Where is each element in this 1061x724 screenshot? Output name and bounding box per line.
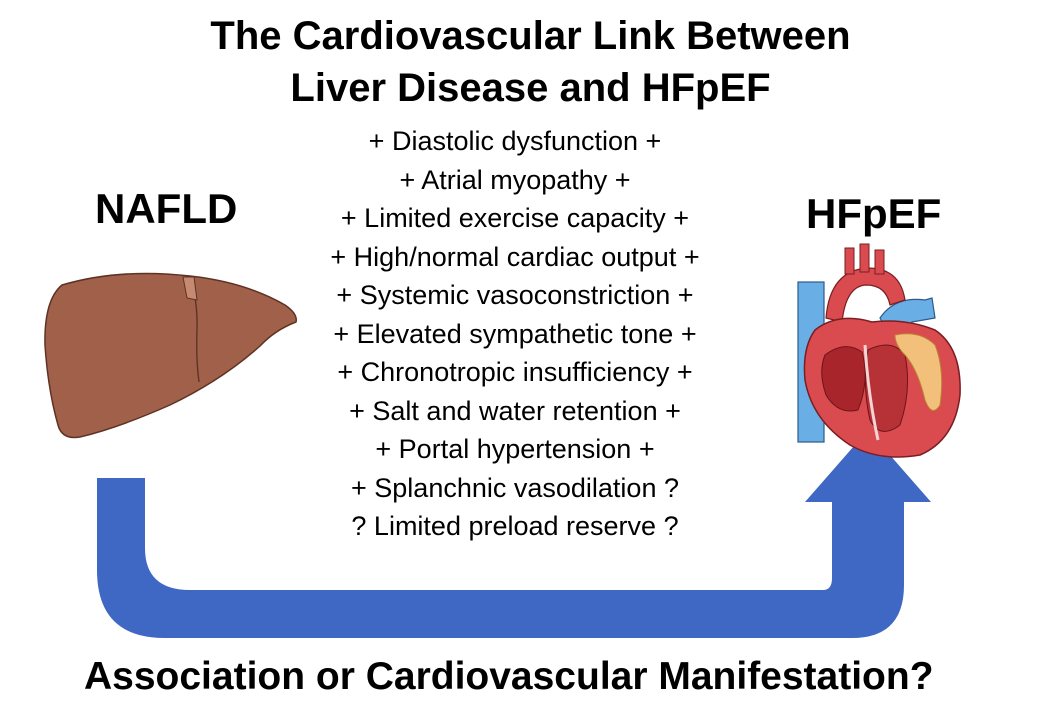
aortic-branch-2 [859, 243, 870, 273]
mechanism-item: + Diastolic dysfunction + [368, 126, 662, 156]
title-line-1: The Cardiovascular Link Between [210, 14, 851, 58]
mechanism-item: + Atrial myopathy + [399, 164, 631, 195]
heart-chamber-right [864, 344, 909, 432]
mechanism-item: + Limited exercise capacity + [340, 203, 690, 233]
nafld-label: NAFLD [95, 185, 238, 232]
mechanism-item: + Systemic vasoconstriction + [336, 280, 694, 310]
diagram-title: The Cardiovascular Link Between Liver Di… [0, 10, 1061, 114]
heart-septum [863, 344, 880, 441]
mechanism-item: + Splanchnic vasodilation ? [351, 472, 679, 503]
mechanism-item: ? Limited preload reserve ? [351, 511, 679, 541]
mechanism-item: + Chronotropic insufficiency + [337, 357, 693, 387]
liver-icon [44, 272, 298, 439]
heart-icon [797, 243, 961, 458]
liver-ligament [182, 276, 198, 301]
footer-question: Association or Cardiovascular Manifestat… [84, 655, 934, 698]
mechanism-item: + Elevated sympathetic tone + [333, 318, 697, 349]
title-line-2: Liver Disease and HFpEF [290, 66, 771, 110]
hfpef-label: HFpEF [806, 190, 942, 237]
heart-chamber-left [821, 346, 866, 412]
connection-arrow [97, 430, 931, 638]
arrow-body [97, 430, 931, 638]
aortic-branch-3 [874, 249, 885, 275]
mechanism-item: + High/normal cardiac output + [330, 241, 700, 272]
mechanism-item: + Salt and water retention + [349, 395, 681, 426]
aortic-branch-1 [844, 247, 855, 275]
liver-shape [44, 272, 298, 439]
mechanism-item: + Portal hypertension + [375, 434, 655, 464]
mechanism-list: + Diastolic dysfunction + + Atrial myopat… [262, 122, 768, 546]
epicardial-fat [894, 333, 943, 411]
